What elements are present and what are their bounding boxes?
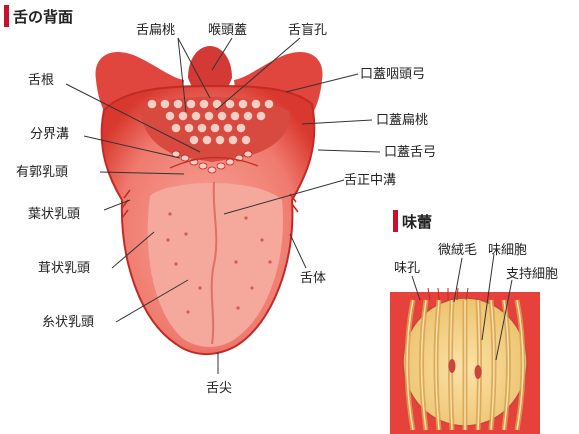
label-apex: 舌尖: [206, 381, 232, 396]
tonsil-nodule: [166, 112, 175, 121]
tonsil-nodule: [187, 100, 196, 109]
tonsil-nodule: [242, 136, 251, 145]
tonsil-nodule: [192, 112, 201, 121]
label-supporting-cell: 支持細胞: [506, 267, 558, 282]
tonsil-nodule: [172, 124, 181, 133]
tonsil-nodule: [265, 100, 274, 109]
label-palatoglossal-arch: 口蓋舌弓: [384, 145, 436, 160]
tonsil-nodule: [148, 100, 157, 109]
fungiform-dot: [236, 306, 239, 309]
tonsil-nodule: [198, 124, 207, 133]
fungiform-dot: [168, 212, 171, 215]
label-palatine-tonsil: 口蓋扁桃: [376, 113, 428, 128]
tonsil-nodule: [200, 100, 209, 109]
fungiform-dot: [234, 260, 237, 263]
vallate-papilla: [181, 155, 189, 161]
label-sulcus-terminalis: 分界溝: [30, 127, 69, 142]
tonsil-nodule: [161, 100, 170, 109]
tonsil-nodule: [231, 112, 240, 121]
label-taste-cell: 味細胞: [488, 243, 527, 258]
taste-bud-labels: 味孔 微絨毛 味細胞 支持細胞: [394, 243, 558, 282]
tonsil-nodule: [179, 112, 188, 121]
tonsil-nodule: [185, 124, 194, 133]
fungiform-dot: [250, 286, 253, 289]
tonsil-nodule: [174, 100, 183, 109]
tonsil-nodule: [211, 124, 220, 133]
label-median-sulcus: 舌正中溝: [344, 173, 396, 188]
vallate-papilla: [199, 163, 207, 169]
vallate-papilla: [217, 163, 225, 169]
tonsil-nodule: [218, 112, 227, 121]
label-circumvallate-papillae: 有郭乳頭: [16, 164, 68, 180]
taste-bud-illustration: [390, 288, 540, 434]
vallate-papilla: [208, 167, 216, 173]
fungiform-dot: [198, 286, 201, 289]
label-body: 舌体: [300, 271, 326, 286]
tonsil-nodule: [229, 136, 238, 145]
tonsil-nodule: [205, 112, 214, 121]
nucleus: [449, 359, 456, 373]
tonsil-nodule: [257, 112, 266, 121]
tonsil-nodule: [216, 136, 225, 145]
label-foramen-cecum: 舌盲孔: [288, 22, 327, 38]
label-epiglottis: 喉頭蓋: [208, 23, 247, 38]
label-filiform-papillae: 糸状乳頭: [42, 315, 94, 330]
fungiform-dot: [260, 238, 263, 241]
nucleus: [475, 365, 482, 379]
tonsil-nodule: [203, 136, 212, 145]
tonsil-nodule: [237, 124, 246, 133]
vallate-papilla: [244, 151, 252, 157]
vallate-papilla: [226, 159, 234, 165]
tonsil-nodule: [252, 100, 261, 109]
fungiform-dot: [166, 238, 169, 241]
fungiform-dot: [186, 310, 189, 313]
label-microvilli: 微絨毛: [438, 243, 477, 258]
tonsil-nodule: [224, 124, 233, 133]
label-foliate-papillae: 葉状乳頭: [28, 207, 80, 222]
label-fungiform-papillae: 茸状乳頭: [38, 261, 90, 276]
tonsil-nodule: [244, 112, 253, 121]
label-palatopharyngeal-arch: 口蓋咽頭弓: [360, 67, 425, 82]
label-taste-pore: 味孔: [394, 261, 420, 276]
label-tonsil: 舌扁桃: [136, 23, 175, 38]
tonsil-nodule: [190, 136, 199, 145]
fungiform-dot: [174, 262, 177, 265]
tonsil-nodule: [239, 100, 248, 109]
fungiform-dot: [184, 232, 187, 235]
fungiform-dot: [244, 216, 247, 219]
fungiform-dot: [268, 260, 271, 263]
label-root: 舌根: [28, 73, 54, 88]
